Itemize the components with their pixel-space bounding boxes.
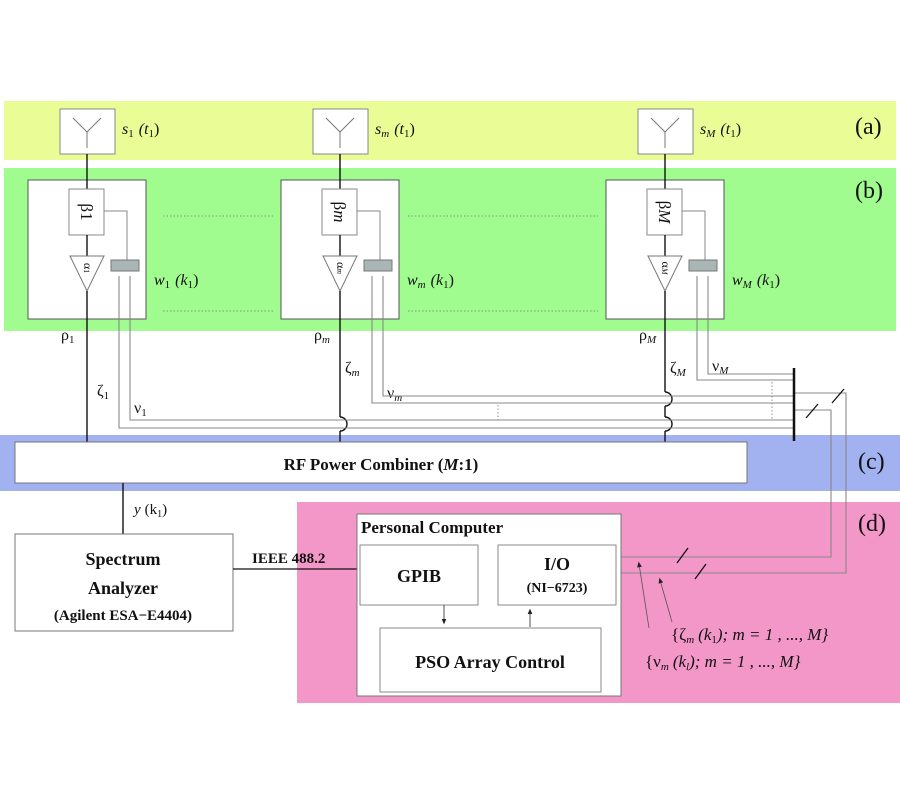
- attenuator-triangle[interactable]: [647, 255, 683, 293]
- pso-array-control-label: PSO Array Control: [415, 652, 565, 672]
- rf-power-combiner-label: RF Power Combiner (M:1): [284, 455, 479, 474]
- attenuator-triangle[interactable]: [322, 255, 358, 293]
- rho-label: ρM: [639, 327, 657, 346]
- spectrum-analyzer[interactable]: [14, 533, 234, 632]
- weight-control-block[interactable]: [363, 259, 393, 272]
- band-label-c: (c): [858, 449, 885, 475]
- attenuator-triangle[interactable]: [69, 255, 105, 293]
- weight-control-block[interactable]: [110, 259, 140, 272]
- antenna-icon: [650, 117, 680, 148]
- rho-label: ρm: [314, 327, 330, 346]
- attenuator-label: α1: [81, 263, 95, 273]
- zeta-set-annotation: {ζm(k1); m = 1 , ..., M}: [671, 625, 828, 646]
- io-block[interactable]: [497, 544, 617, 606]
- spectrum-analyzer-line1: Spectrum: [86, 549, 161, 569]
- output-signal-label: y(k1): [132, 502, 167, 520]
- phase-shifter-label: βm: [330, 202, 349, 223]
- weight-label: wm(k1): [407, 272, 454, 291]
- spectrum-analyzer-model: (Agilent ESA−E4404): [54, 608, 192, 624]
- phase-shifter[interactable]: [68, 188, 105, 236]
- ieee-bus-label: IEEE 488.2: [252, 551, 325, 567]
- nu-set-annotation: {νm(kl); m = 1 , ..., M}: [645, 652, 801, 673]
- nu-label: νm: [387, 385, 402, 404]
- personal-computer-title: Personal Computer: [361, 518, 504, 537]
- band-label-d: (d): [858, 511, 886, 537]
- band-a-antennas: [4, 101, 896, 160]
- bus-slash-marks: [676, 388, 845, 580]
- antenna-signal-label: sm(t1): [375, 121, 415, 140]
- phase-shifter-label: βM: [655, 201, 674, 225]
- io-model: (NI−6723): [527, 581, 588, 596]
- zeta-label: ζM: [670, 360, 687, 379]
- io-label: I/O: [544, 554, 570, 574]
- weight-label: w1(k1): [154, 272, 198, 291]
- nu-label: νM: [712, 358, 729, 377]
- antenna-icon: [325, 117, 355, 148]
- spectrum-analyzer-line2: Analyzer: [88, 578, 158, 598]
- band-label-a: (a): [855, 114, 882, 140]
- weight-control-block[interactable]: [688, 259, 718, 272]
- control-wires: [118, 276, 847, 574]
- weight-label: wM(k1): [732, 272, 780, 291]
- antenna-signal-label: s1(t1): [122, 121, 159, 140]
- pso-array-control[interactable]: [379, 627, 602, 693]
- rho-label: ρ1: [61, 327, 74, 346]
- zeta-label: ζm: [345, 360, 360, 379]
- attenuator-label: αm: [334, 262, 348, 274]
- phase-shifter[interactable]: [321, 188, 358, 236]
- band-b-array-elements: [4, 168, 896, 331]
- gpib-block[interactable]: [359, 544, 479, 606]
- zeta-label: ζ1: [97, 383, 109, 402]
- antenna-signal-label: sM(t1): [700, 121, 741, 140]
- band-label-b: (b): [855, 178, 883, 204]
- phase-shifter-label: β1: [77, 203, 96, 220]
- rf-power-combiner[interactable]: [14, 441, 748, 484]
- gpib-label: GPIB: [397, 566, 441, 586]
- array-element-1: s1(t1) β1 α1 w1(k1) ρ1 ζ1 ν1: [27, 108, 198, 442]
- antenna-icon: [72, 117, 102, 148]
- ellipsis-lines: [163, 215, 773, 420]
- attenuator-label: αM: [659, 262, 673, 276]
- phase-shifter[interactable]: [646, 188, 683, 236]
- nu-label: ν1: [134, 400, 147, 419]
